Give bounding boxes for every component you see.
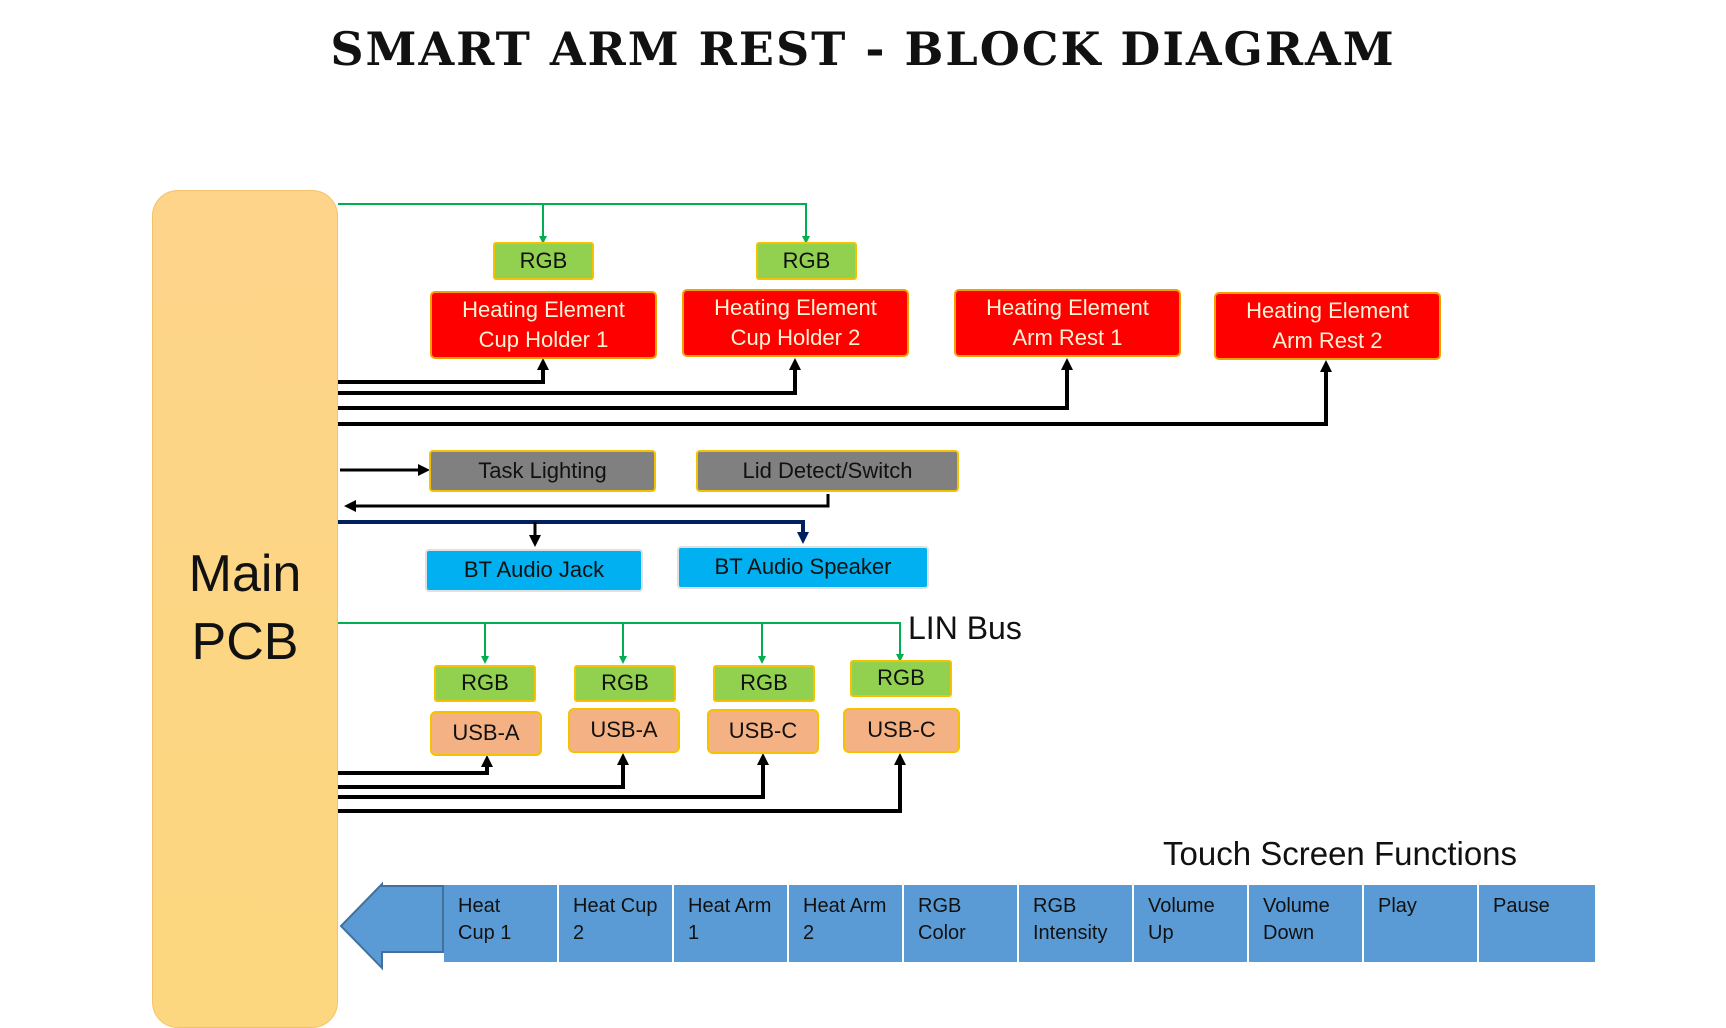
usb-c-port-2: USB-C [843, 708, 960, 753]
rgb-usb-1: RGB [434, 665, 536, 702]
ts-rgb-color: RGB Color [904, 885, 1019, 962]
ts-volume-down: Volume Down [1249, 885, 1364, 962]
task-lighting: Task Lighting [429, 450, 656, 492]
usb-power-lines [338, 753, 906, 813]
lid-detect-switch: Lid Detect/Switch [696, 450, 959, 492]
heating-cup-holder-2: Heating Element Cup Holder 2 [682, 289, 909, 357]
ts-heat-cup-2: Heat Cup 2 [559, 885, 674, 962]
ts-play: Play [1364, 885, 1479, 962]
touch-screen-arrow [339, 881, 444, 971]
ts-volume-up: Volume Up [1134, 885, 1249, 962]
heating-power-lines [338, 358, 1332, 426]
rgb-bus-top [338, 203, 810, 244]
lin-bus-lines [338, 622, 904, 664]
bt-audio-jack: BT Audio Jack [425, 549, 643, 592]
touch-screen-title: Touch Screen Functions [1163, 835, 1518, 872]
bt-audio-speaker: BT Audio Speaker [677, 546, 929, 589]
bluetooth-lines [338, 520, 809, 547]
lighting-lid-lines [340, 464, 830, 512]
rgb-usb-2: RGB [574, 665, 676, 702]
rgb-cup-holder-1: RGB [493, 242, 594, 280]
heating-arm-rest-1: Heating Element Arm Rest 1 [954, 289, 1181, 357]
main-pcb-label: Main PCB [188, 545, 302, 671]
heating-cup-holder-1: Heating Element Cup Holder 1 [430, 291, 657, 359]
ts-heat-arm-2: Heat Arm 2 [789, 885, 904, 962]
diagram-title: SMART ARM REST - BLOCK DIAGRAM [330, 22, 1396, 76]
ts-heat-arm-1: Heat Arm 1 [674, 885, 789, 962]
heating-arm-rest-2: Heating Element Arm Rest 2 [1214, 292, 1441, 360]
ts-pause: Pause [1479, 885, 1595, 962]
rgb-cup-holder-2: RGB [756, 242, 857, 280]
usb-a-port-2: USB-A [568, 708, 680, 753]
lin-bus-label: LIN Bus [908, 610, 1022, 646]
rgb-usb-3: RGB [713, 665, 815, 702]
ts-heat-cup-1: Heat Cup 1 [444, 885, 559, 962]
main-pcb: Main PCB [152, 190, 338, 1028]
rgb-usb-4: RGB [850, 660, 952, 697]
touch-screen-functions: Heat Cup 1 Heat Cup 2 Heat Arm 1 Heat Ar… [444, 885, 1595, 962]
ts-rgb-intensity: RGB Intensity [1019, 885, 1134, 962]
usb-c-port-1: USB-C [707, 709, 819, 754]
usb-a-port-1: USB-A [430, 711, 542, 756]
